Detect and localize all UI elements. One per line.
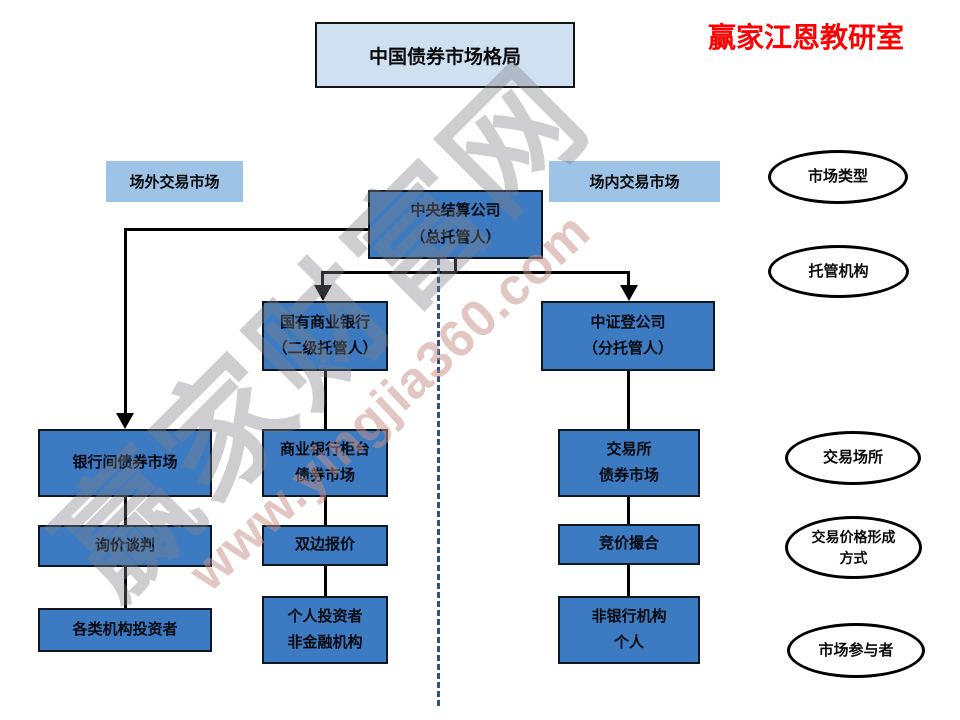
ellipse-participants-label: 市场参与者 — [818, 641, 894, 659]
node-bilateral-quote: 双边报价 — [262, 525, 388, 566]
connector-right-col-2 — [627, 496, 630, 525]
header-otc-market: 场外交易市场 — [106, 161, 243, 202]
ellipse-market-type-label: 市场类型 — [807, 168, 868, 186]
otc-exchange-divider-dashed-line — [437, 259, 440, 706]
ellipse-participants: 市场参与者 — [787, 623, 925, 678]
connector-central-stub — [454, 257, 457, 274]
node-central-clearing-line2: （总托管人） — [410, 228, 501, 246]
node-bilateral-quote-label: 双边报价 — [294, 536, 355, 554]
node-nonbank-individuals: 非银行机构 个人 — [558, 596, 700, 664]
node-auction-matching-label: 竞价撮合 — [598, 535, 659, 553]
node-bank-custodian-line1: 国有商业银行 — [279, 313, 370, 331]
node-nonbank-individuals-line2: 个人 — [613, 634, 644, 651]
connector-mid-horizontal — [321, 271, 630, 274]
node-institutional-investors: 各类机构投资者 — [38, 608, 212, 652]
ellipse-market-type: 市场类型 — [768, 150, 908, 204]
node-auction-matching: 竞价撮合 — [558, 524, 700, 565]
node-individual-investors-line2: 非金融机构 — [287, 634, 363, 651]
header-otc-label: 场外交易市场 — [129, 174, 220, 191]
node-exchange-bond-market-line1: 交易所 — [606, 440, 652, 458]
node-inquiry-negotiation-label: 询价谈判 — [94, 536, 155, 554]
node-bank-custodian: 国有商业银行 （二级托管人） — [262, 301, 388, 371]
node-central-clearing-line1: 中央结算公司 — [410, 202, 501, 220]
node-counter-market: 商业银行柜台 债券市场 — [262, 429, 388, 497]
node-institutional-investors-label: 各类机构投资者 — [72, 620, 178, 638]
ellipse-pricing-line2: 方式 — [839, 549, 868, 566]
connector-mid-col-1 — [324, 370, 327, 430]
connector-central-to-left — [124, 228, 370, 231]
connector-to-csdc — [627, 271, 630, 286]
connector-to-bank-custodian — [321, 271, 324, 286]
connector-left-col-3 — [124, 566, 127, 609]
header-exchange-market: 场内交易市场 — [549, 161, 720, 202]
node-exchange-bond-market: 交易所 债券市场 — [558, 429, 700, 497]
ellipse-custodian: 托管机构 — [768, 245, 909, 298]
node-csdc: 中证登公司 （分托管人） — [541, 301, 715, 371]
node-central-clearing: 中央结算公司 （总托管人） — [368, 190, 543, 259]
node-individual-investors: 个人投资者 非金融机构 — [262, 596, 388, 664]
connector-mid-col-2 — [324, 496, 327, 526]
connector-right-col-3 — [627, 564, 630, 597]
connector-right-col-1 — [627, 370, 630, 430]
node-inquiry-negotiation: 询价谈判 — [38, 525, 212, 567]
header-exchange-label: 场内交易市场 — [589, 174, 680, 191]
ellipse-trading-venue: 交易场所 — [785, 431, 921, 485]
arrowhead-interbank — [116, 413, 134, 429]
ellipse-trading-venue-label: 交易场所 — [822, 449, 883, 467]
node-exchange-bond-market-line2: 债券市场 — [598, 467, 659, 484]
node-individual-investors-line1: 个人投资者 — [287, 607, 363, 625]
node-interbank-market: 银行间债券市场 — [38, 429, 212, 497]
node-counter-market-line1: 商业银行柜台 — [279, 440, 370, 458]
brand-text: 赢家江恩教研室 — [708, 23, 905, 54]
node-csdc-line2: （分托管人） — [582, 340, 673, 357]
node-nonbank-individuals-line1: 非银行机构 — [591, 607, 667, 625]
diagram-title-box: 中国债券市场格局 — [315, 22, 575, 88]
arrowhead-csdc — [620, 285, 638, 301]
node-bank-custodian-line2: （二级托管人） — [272, 340, 378, 357]
ellipse-custodian-label: 托管机构 — [808, 262, 869, 280]
ellipse-pricing-mechanism: 交易价格形成 方式 — [785, 516, 922, 579]
diagram-title: 中国债券市场格局 — [368, 46, 521, 68]
connector-mid-col-3 — [324, 565, 327, 597]
node-csdc-line1: 中证登公司 — [590, 313, 666, 331]
arrowhead-bank-custodian — [314, 285, 332, 301]
connector-left-vertical — [124, 228, 127, 415]
node-counter-market-line2: 债券市场 — [294, 467, 355, 484]
ellipse-pricing-line1: 交易价格形成 — [811, 529, 896, 546]
connector-left-col-2 — [124, 496, 127, 526]
node-interbank-market-label: 银行间债券市场 — [72, 453, 178, 471]
